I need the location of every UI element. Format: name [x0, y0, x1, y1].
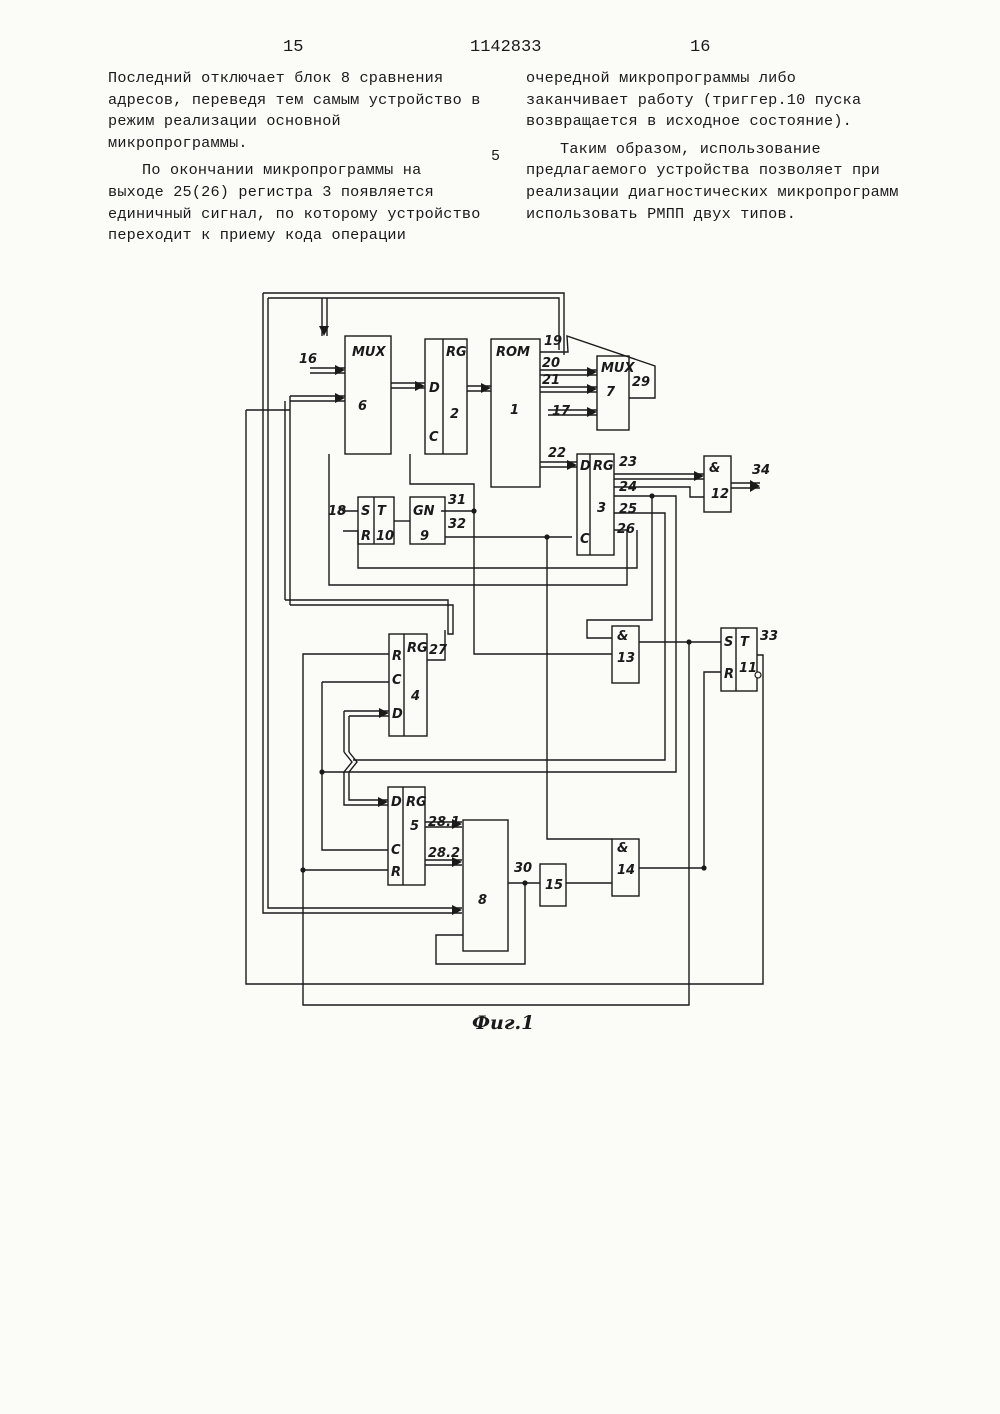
rg4-number: 4: [410, 689, 420, 704]
rg2-title: RG: [446, 345, 467, 360]
rg3-d: D: [580, 459, 591, 474]
rg5-r: R: [391, 865, 401, 880]
rg5-number: 5: [410, 819, 419, 834]
signal-19: 19: [544, 334, 562, 349]
mux7-number: 7: [606, 385, 616, 400]
mux6-number: 6: [358, 399, 367, 414]
rg4-d: D: [392, 707, 403, 722]
rg2-c: C: [429, 430, 439, 445]
rg4-r: R: [392, 649, 402, 664]
and14-title: &: [617, 841, 628, 856]
signal-31: 31: [448, 493, 466, 508]
trig11-title: T: [740, 635, 750, 650]
mux7-title: MUX: [601, 361, 635, 376]
signal-29: 29: [632, 375, 650, 390]
trig10-s: S: [361, 504, 370, 519]
signal-33: 33: [760, 629, 778, 644]
trig10-title: T: [377, 504, 387, 519]
rg3-c: C: [580, 532, 590, 547]
trig11-r: R: [724, 667, 734, 682]
signal-26: 26: [617, 522, 635, 537]
rg4-title: RG: [407, 641, 428, 656]
rg2-d: D: [429, 381, 440, 396]
and12-title: &: [709, 461, 720, 476]
and12-number: 12: [711, 487, 729, 502]
rg2-number: 2: [450, 407, 459, 422]
and13-title: &: [617, 629, 628, 644]
signal-25: 25: [619, 502, 637, 517]
cmp8-block: [463, 820, 508, 951]
trig11-s: S: [724, 635, 733, 650]
trig10-r: R: [361, 529, 371, 544]
gen9-title: GN: [413, 504, 435, 519]
gen9-number: 9: [420, 529, 429, 544]
rg5-d: D: [391, 795, 402, 810]
cmp8-number: 8: [478, 893, 487, 908]
signal-16: 16: [299, 352, 317, 367]
and14-number: 14: [617, 863, 635, 878]
signal-30: 30: [514, 861, 532, 876]
figure-caption: Фиг.1: [472, 1012, 534, 1034]
signal-27: 27: [429, 643, 448, 658]
signal-22: 22: [548, 446, 566, 461]
signal-21: 21: [542, 373, 560, 388]
signal-17: 17: [552, 404, 571, 419]
signal-24: 24: [619, 480, 637, 495]
trig11-number: 11: [739, 661, 757, 676]
signal-23: 23: [619, 455, 637, 470]
signal-18: 18: [328, 504, 346, 519]
signal-28-1: 28.1: [428, 815, 460, 830]
rg5-c: C: [391, 843, 401, 858]
trig10-number: 10: [376, 529, 394, 544]
rom1-title: ROM: [496, 345, 530, 360]
mux6-title: MUX: [352, 345, 386, 360]
signal-34: 34: [752, 463, 770, 478]
signal-28-2: 28.2: [428, 846, 460, 861]
rg4-c: C: [392, 673, 402, 688]
rg5-title: RG: [406, 795, 427, 810]
rom1-number: 1: [510, 403, 519, 418]
delay15-number: 15: [545, 878, 563, 893]
signal-32: 32: [448, 517, 466, 532]
rg3-title: RG: [593, 459, 614, 474]
rg3-number: 3: [597, 501, 606, 516]
signal-20: 20: [542, 356, 560, 371]
and13-number: 13: [617, 651, 635, 666]
